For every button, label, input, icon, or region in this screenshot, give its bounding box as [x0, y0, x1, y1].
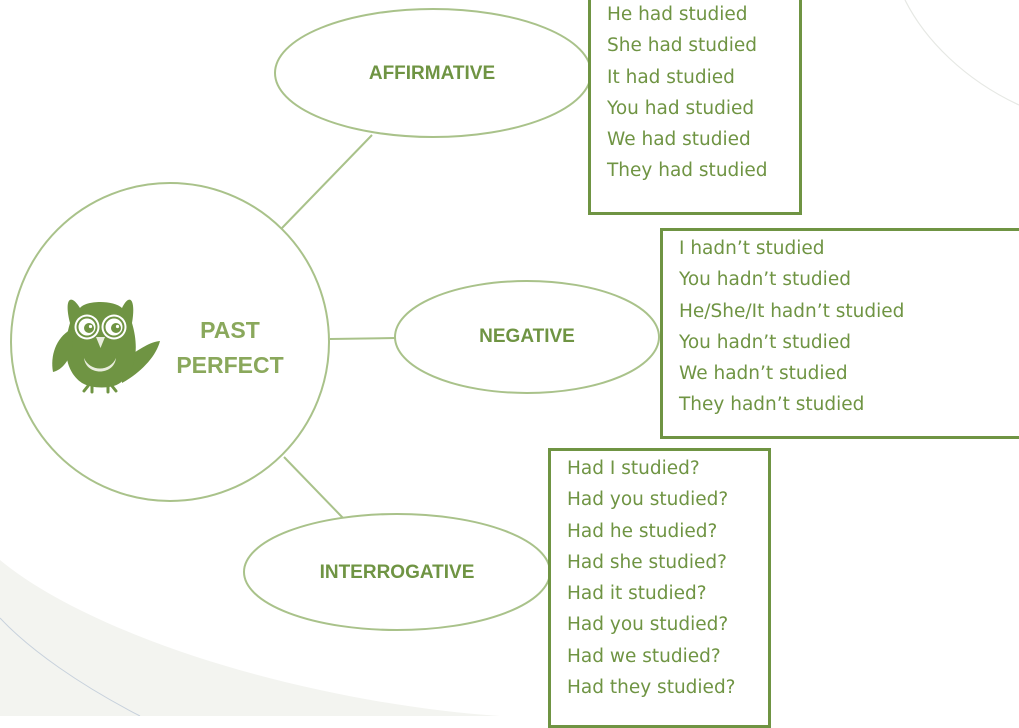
affirmative-line: It had studied — [607, 66, 735, 88]
affirmative-line: You had studied — [607, 97, 755, 119]
affirmative-label: AFFIRMATIVE — [369, 63, 495, 84]
negative-line: You hadn’t studied — [679, 269, 851, 291]
affirmative-line: She had studied — [607, 35, 758, 57]
negative-line: He/She/It hadn’t studied — [679, 300, 905, 322]
background-corner-arc — [904, 0, 1019, 106]
center-circle — [10, 182, 330, 502]
background-swoosh — [0, 560, 500, 716]
affirmative-line: They had studied — [607, 160, 768, 182]
negative-line: They hadn’t studied — [679, 394, 865, 416]
negative-label: NEGATIVE — [479, 326, 575, 347]
interrogative-line: Had he studied? — [567, 520, 718, 542]
interrogative-line: Had you studied? — [567, 614, 729, 636]
connector-negative — [329, 337, 397, 340]
interrogative-line: Had we studied? — [567, 645, 721, 667]
owl-icon — [52, 299, 160, 394]
interrogative-conjugation-box: Had I studied? Had you studied? Had he s… — [548, 448, 771, 728]
negative-line: You hadn’t studied — [679, 331, 851, 353]
interrogative-line: Had you studied? — [567, 489, 729, 511]
interrogative-line: Had it studied? — [567, 583, 707, 605]
interrogative-line: Had she studied? — [567, 551, 727, 573]
connector-affirmative — [281, 134, 373, 229]
negative-conjugation-box: I hadn’t studied You hadn’t studied He/S… — [660, 228, 1019, 439]
interrogative-line: Had they studied? — [567, 677, 736, 699]
affirmative-line: We had studied — [607, 129, 751, 151]
negative-line: We hadn’t studied — [679, 363, 848, 385]
background-curve-line — [0, 617, 141, 716]
connector-interrogative — [283, 456, 344, 519]
affirmative-line: He had studied — [607, 4, 748, 25]
center-title-line-1: PAST — [200, 317, 260, 343]
interrogative-label: INTERROGATIVE — [320, 562, 475, 583]
interrogative-line: Had I studied? — [567, 458, 700, 479]
affirmative-conjugation-box: He had studied She had studied It had st… — [588, 0, 802, 215]
negative-line: I hadn’t studied — [679, 238, 825, 259]
center-title-line-2: PERFECT — [176, 352, 283, 378]
negative-oval — [394, 280, 660, 394]
